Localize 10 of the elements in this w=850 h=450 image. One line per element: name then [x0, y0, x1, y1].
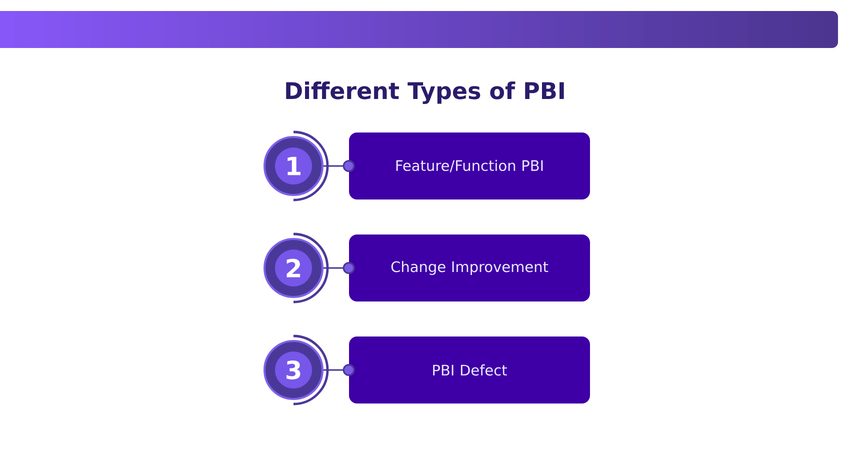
number-badge: 2 [264, 232, 329, 304]
connector-line [324, 160, 355, 172]
type-box: Feature/Function PBI [349, 132, 590, 200]
number-badge: 1 [264, 130, 329, 202]
title: Different Types of PBI [286, 82, 564, 104]
connector-line [324, 364, 355, 376]
type-box: Change Improvement [349, 234, 590, 302]
connector-line [324, 262, 355, 274]
number-badge: 3 [264, 334, 329, 406]
type-box: PBI Defect [349, 336, 590, 404]
